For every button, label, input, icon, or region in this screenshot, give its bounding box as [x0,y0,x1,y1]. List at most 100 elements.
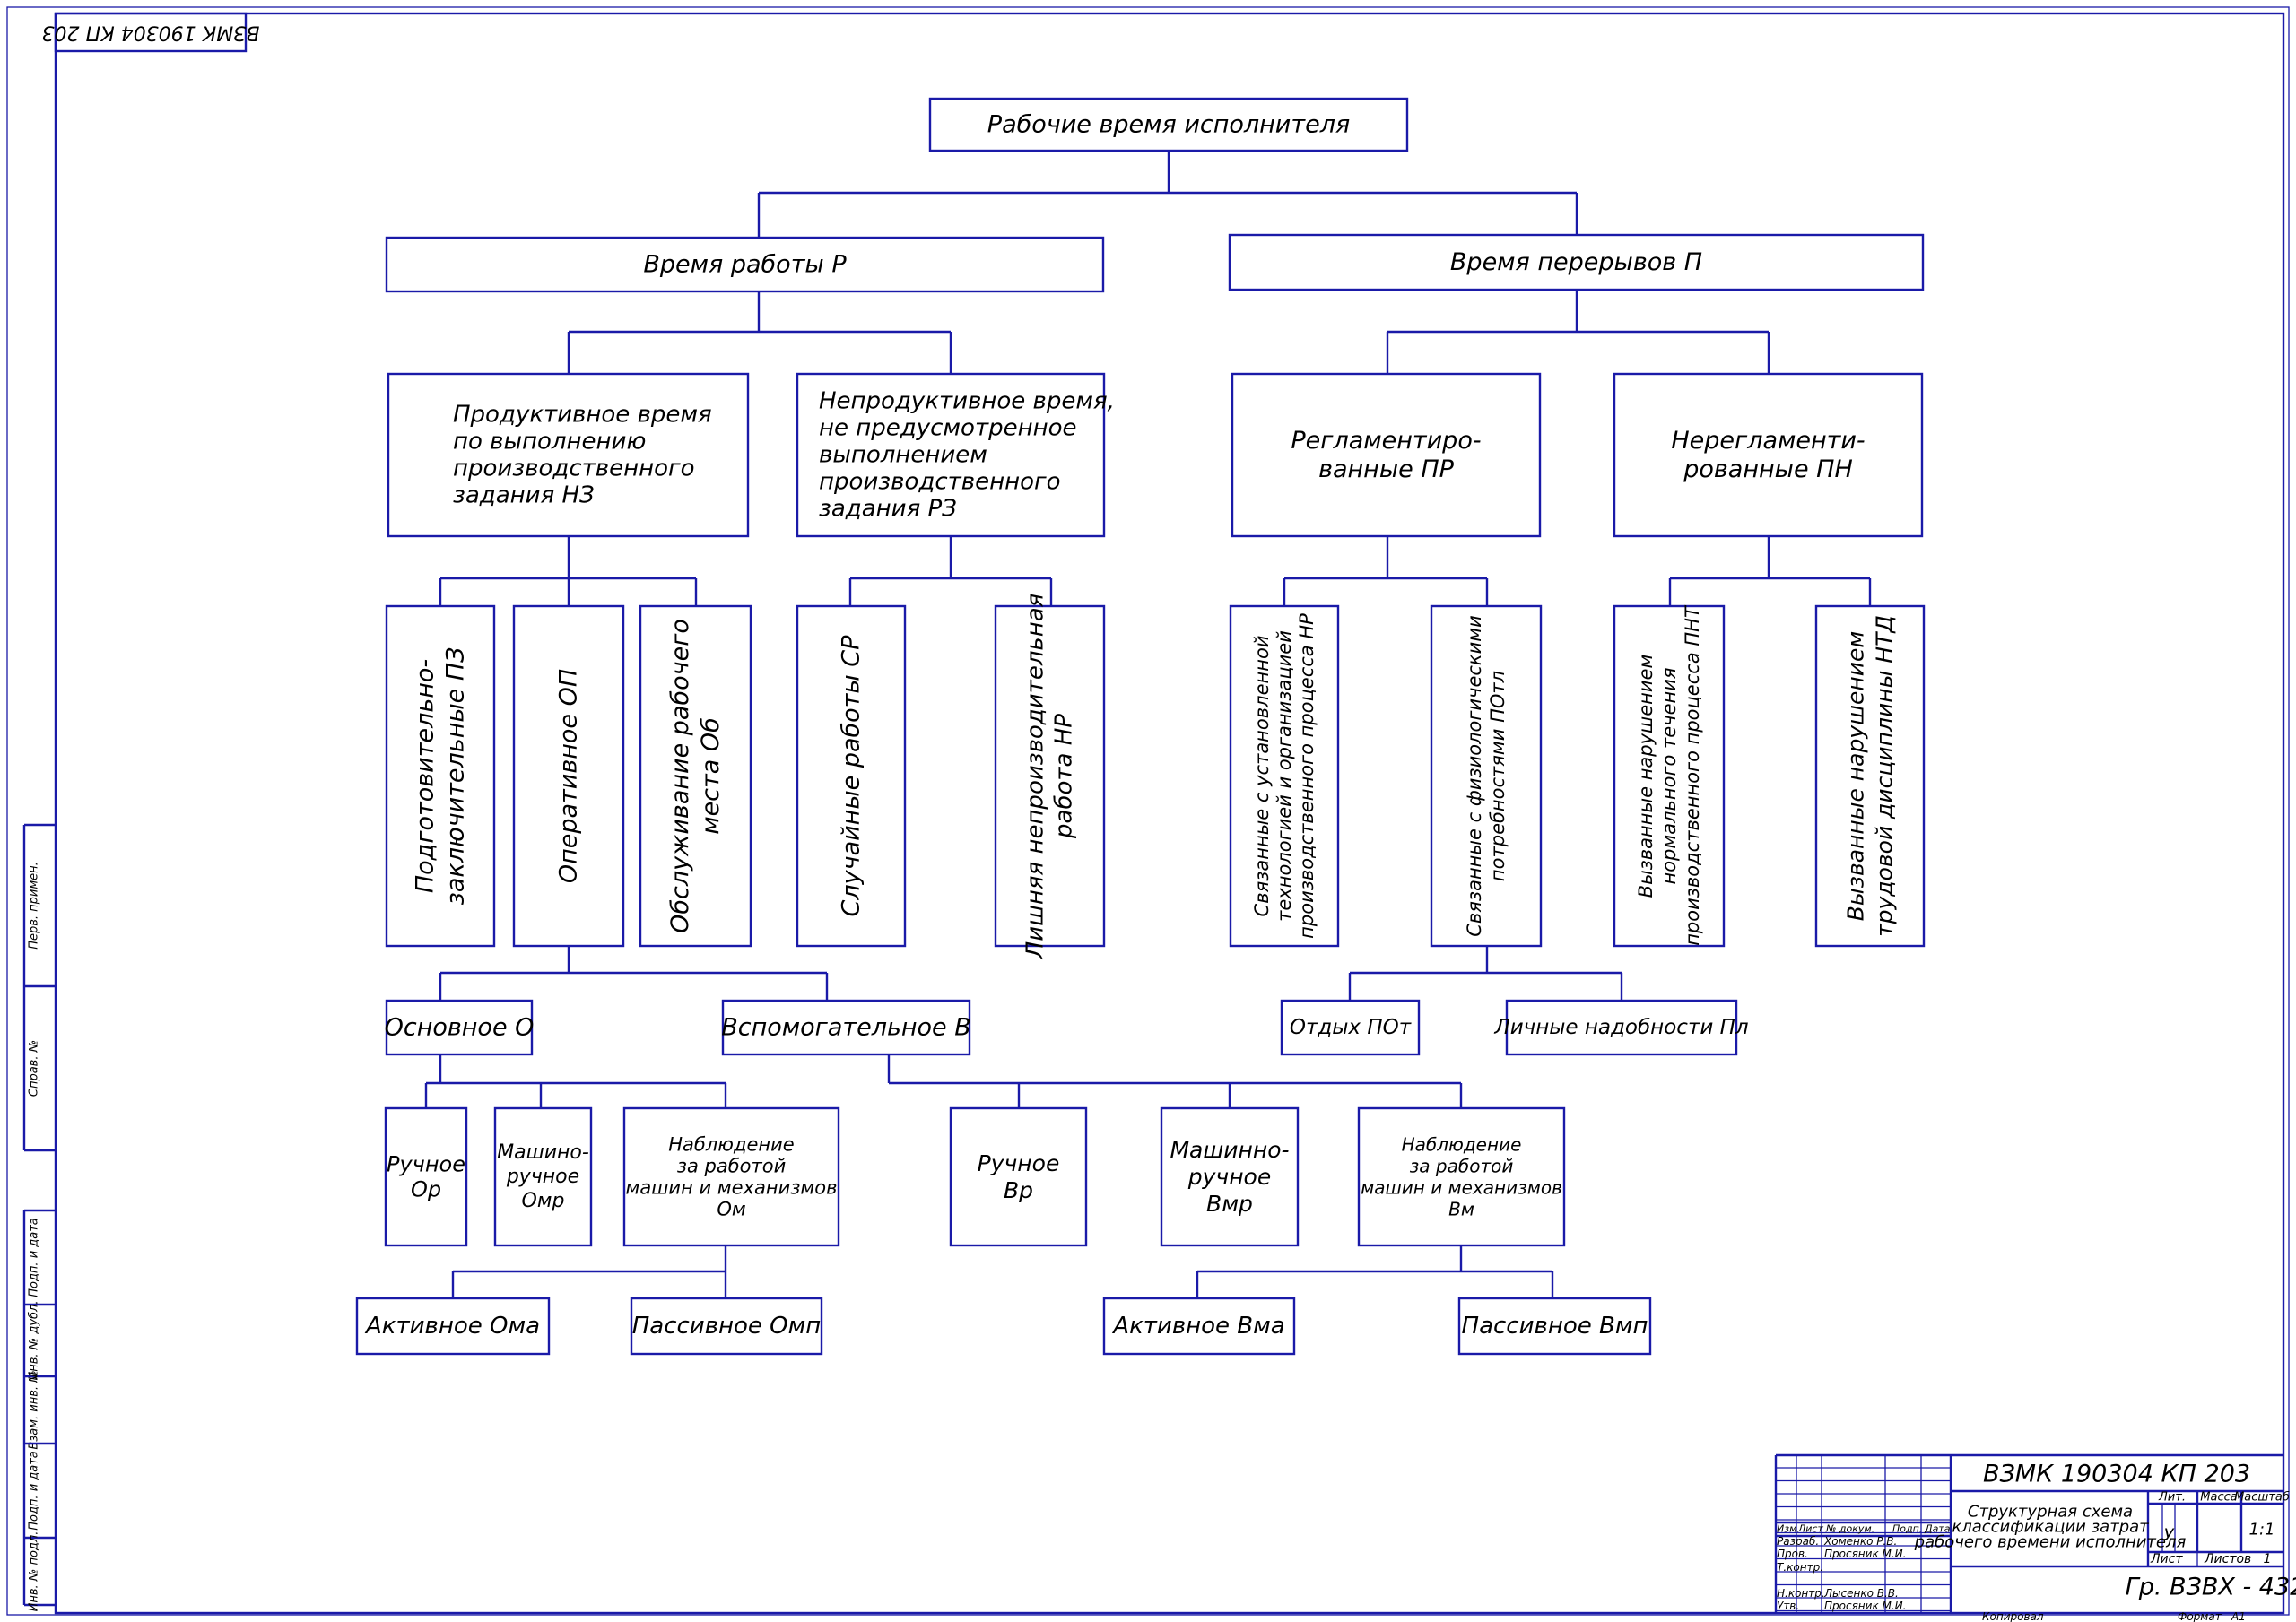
regulated-box: Регламентиро-ванные ПР [1231,372,1542,538]
corner-stamp-text: ВЗМК 190304 КП 203 [42,22,260,44]
box-text: Продуктивное время [453,402,712,429]
box-text: Время работы Р [643,251,847,279]
box-text: Вр [1004,1177,1033,1203]
box-text: Лишняя непроизводительная [1022,594,1049,960]
box-text: по выполнению [453,429,646,455]
box-text: за работой [1410,1156,1514,1177]
title-block-col-header: Лист [1797,1523,1823,1535]
box-text: Ручное [387,1152,465,1177]
box-text: Нерегламенти- [1671,427,1865,455]
title-block-text: У [2164,1526,2175,1545]
active-v-box: Активное Вма [1102,1297,1296,1356]
box-text: не предусмотренное [819,415,1077,442]
title-block-text: Формат [2178,1610,2222,1622]
active-o-box: Активное Ома [355,1297,551,1356]
box-text: потребностями ПОтл [1487,671,1509,881]
box-text: Омр [522,1190,565,1212]
box-text: Вызванные нарушением [1843,631,1869,921]
box-text: Непродуктивное время, [819,388,1115,415]
side-stamp-label: Справ. № [28,1040,41,1097]
drawing-frame [6,6,2290,1616]
title-block-title: классификации затрат [1952,1518,2149,1537]
title-block-text: Лит. [2158,1491,2186,1505]
connector-lines [424,151,1872,1298]
title-block-text: Пров. [1777,1548,1808,1560]
box-text: работа НР [1051,714,1078,839]
side-stamp-label: Инв. № подл. [28,1531,41,1612]
title-block-text: 1 [2264,1552,2272,1566]
main-o-box: Основное О [385,999,535,1056]
box-text: Связанные с физиологическими [1464,615,1485,936]
box-text: Рабочие время исполнителя [987,111,1350,139]
box-text: Основное О [385,1014,535,1042]
title-block-text: Разраб. [1777,1535,1819,1548]
title-block-text: Копировал [1982,1610,2044,1622]
box-text: Обслуживание рабочего [666,619,694,933]
box-text: производственного [453,455,695,482]
work-time-box: Время работы Р [385,236,1105,293]
box-text: машин и механизмов [626,1177,838,1199]
side-stamp-label: Перв. примен. [28,862,41,950]
box-text: ванные ПР [1318,455,1455,483]
box-text: Оперативное ОП [555,669,583,883]
box-text: задания РЗ [819,496,957,523]
corner-stamp-box [54,12,248,53]
title-block-text: Лысенко В.В. [1823,1587,1899,1600]
outer-border [6,6,2290,1616]
unproductive-box: Непродуктивное время,не предусмотренноев… [796,372,1115,538]
inner-border [54,12,2285,1615]
box-text: Наблюдение [1402,1134,1522,1156]
box-text: нормального течения [1658,667,1680,884]
box-text: Вм [1448,1199,1474,1220]
box-text: Время перерывов П [1450,248,1702,276]
box-text: Ручное [978,1150,1060,1176]
box-text: Отдых ПОт [1290,1016,1412,1039]
title-block-col-header: № докум. [1825,1523,1874,1535]
box-text: Случайные работы СР [838,635,865,917]
title-block-text: Масштаб [2234,1491,2290,1505]
title-block-designation: ВЗМК 190304 КП 203 [1983,1461,2250,1488]
title-block-text: Т.контр. [1777,1561,1823,1574]
passive-v-box: Пассивное Вмп [1457,1297,1652,1356]
box-text: Пассивное Вмп [1462,1313,1648,1340]
passive-o-box: Пассивное Омп [630,1297,823,1356]
box-text: производственного процесса ПНТ [1682,604,1703,946]
box-text: Активное Вма [1111,1313,1284,1340]
box-text: выполнением [819,442,987,469]
title-block-group: Гр. ВЗВХ - 432 [2126,1574,2296,1601]
box-text: за работой [677,1156,786,1177]
box-text: Вызванные нарушением [1635,655,1657,898]
box-text: ручное [1187,1164,1271,1190]
aux-v-box: Вспомогательное В [721,999,971,1056]
box-text: места Об [697,717,725,835]
title-block-title: рабочего времени исполнителя [1914,1533,2187,1552]
title-block-col-header: Дата [1924,1523,1951,1535]
title-block-text: Листов [2204,1552,2251,1566]
title-block-col-header: Подп. [1892,1523,1922,1535]
corner-stamp: ВЗМК 190304 КП 203 [42,12,260,53]
personal-box: Личные надобности Пл [1493,999,1749,1056]
box-text: Вмр [1206,1191,1253,1217]
title-block-title: Структурная схема [1968,1503,2133,1522]
side-stamp-label: Взам. инв. № [28,1370,41,1449]
break-time-box: Время перерывов П [1228,233,1925,291]
box-text: Машино- [497,1141,589,1164]
title-block-col-header: Изм. [1777,1523,1800,1535]
side-stamp-label: Подп. и дата [28,1218,41,1297]
box-text: Вспомогательное В [721,1014,971,1042]
rest-box: Отдых ПОт [1280,999,1421,1056]
title-block-text: 1:1 [2249,1521,2275,1540]
